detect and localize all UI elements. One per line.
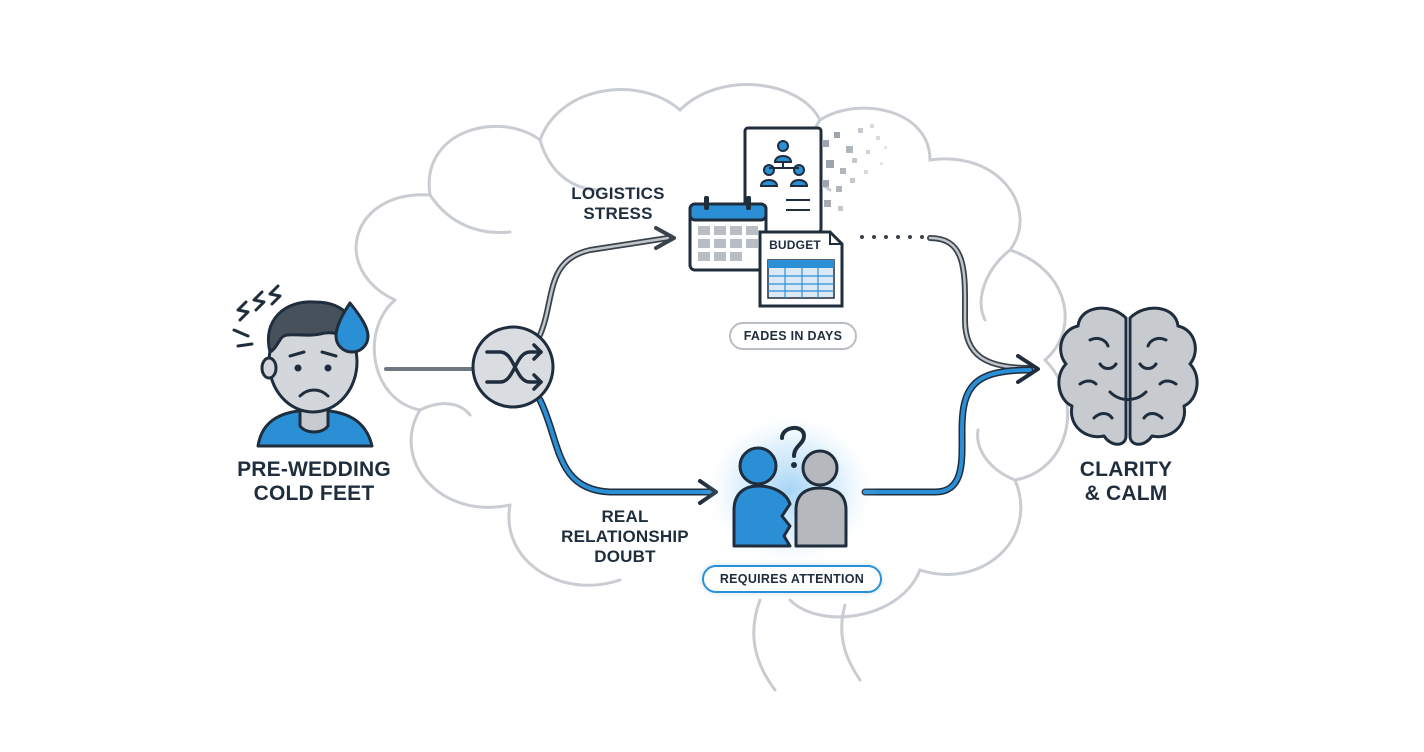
end-arrowhead [1016,354,1040,384]
fades-in-days-badge: FADES IN DAYS [729,322,857,350]
budget-label: BUDGET [769,238,821,252]
fading-dots [860,235,924,239]
start-label-line1: PRE-WEDDING [237,458,391,481]
pixel-dissolve-effect [822,124,887,211]
stressed-person-icon [232,284,374,448]
brain-outline-background [354,83,1069,692]
logistics-path [537,226,1033,371]
calm-brain-icon [1057,306,1199,446]
end-label-line2: & CALM [1084,482,1168,505]
start-label-line2: COLD FEET [253,482,375,505]
relationship-doubt-line1: REAL [601,507,649,526]
relationship-doubt-line3: DOUBT [594,547,656,566]
logistics-label: LOGISTICS STRESS [548,184,688,224]
logistics-label-line2: STRESS [583,204,653,223]
start-label: PRE-WEDDING COLD FEET [214,458,414,506]
logistics-label-line1: LOGISTICS [571,184,665,203]
shuffle-icon [471,325,555,409]
end-label: CLARITY & CALM [1056,458,1196,506]
relationship-doubt-line2: RELATIONSHIP [561,527,689,546]
couple-question-icon [732,426,848,548]
calendar-icon [688,196,768,272]
end-label-line1: CLARITY [1079,458,1173,481]
relationship-doubt-label: REAL RELATIONSHIP DOUBT [540,507,710,567]
budget-spreadsheet-icon [758,230,844,308]
requires-attention-badge: REQUIRES ATTENTION [702,565,882,593]
relationship-path [536,366,1034,505]
